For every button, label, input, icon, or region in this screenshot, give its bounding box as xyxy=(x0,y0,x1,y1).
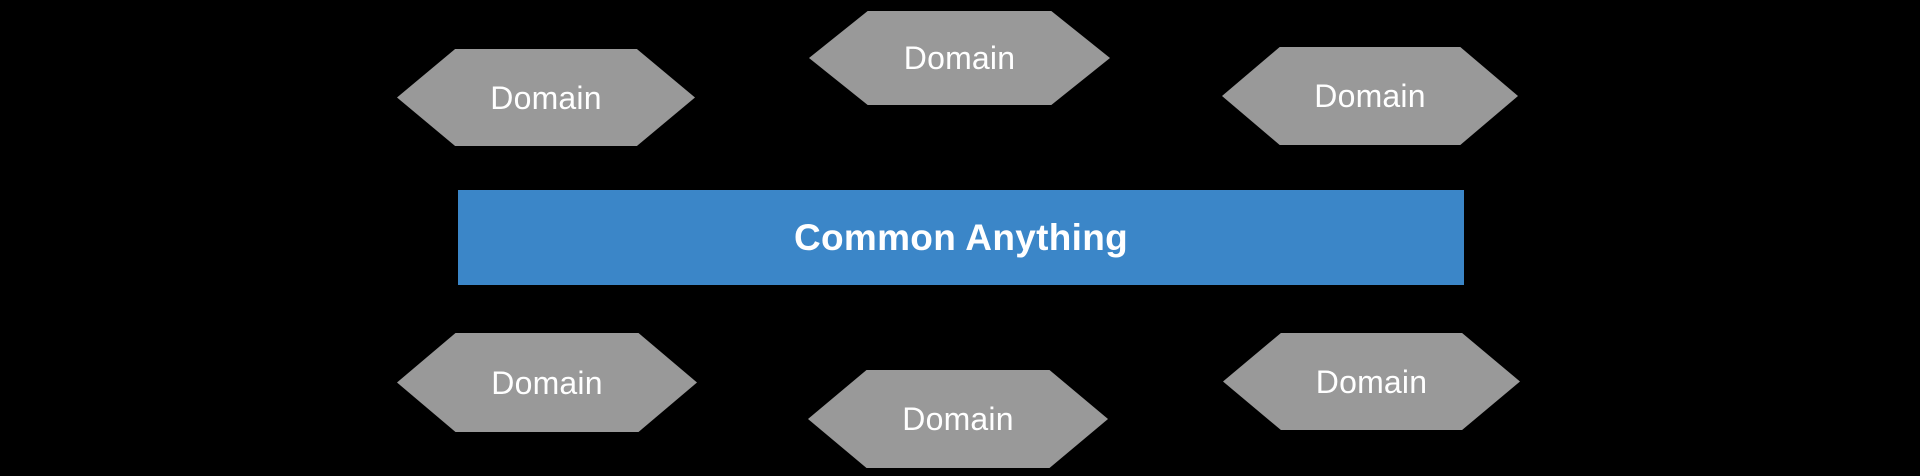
domain-hexagon-bottom-center[interactable]: Domain xyxy=(808,370,1108,468)
domain-hexagon-label: Domain xyxy=(903,40,1016,76)
domain-hexagon-bottom-left[interactable]: Domain xyxy=(397,333,697,432)
domain-hexagon-top-center[interactable]: Domain xyxy=(809,11,1110,105)
domain-hexagon-label: Domain xyxy=(490,79,602,116)
domain-hexagon-label: Domain xyxy=(491,364,603,401)
common-anything-label: Common Anything xyxy=(793,217,1129,258)
domain-hexagon-top-left[interactable]: Domain xyxy=(397,49,695,146)
domain-hexagon-label: Domain xyxy=(1314,78,1426,114)
domain-hexagon-label: Domain xyxy=(1315,363,1428,400)
common-anything-block[interactable]: Common Anything xyxy=(458,190,1464,285)
domain-hexagon-label: Domain xyxy=(902,401,1014,437)
domain-hexagon-bottom-right[interactable]: Domain xyxy=(1223,333,1520,430)
domain-hexagon-top-right[interactable]: Domain xyxy=(1222,47,1518,145)
